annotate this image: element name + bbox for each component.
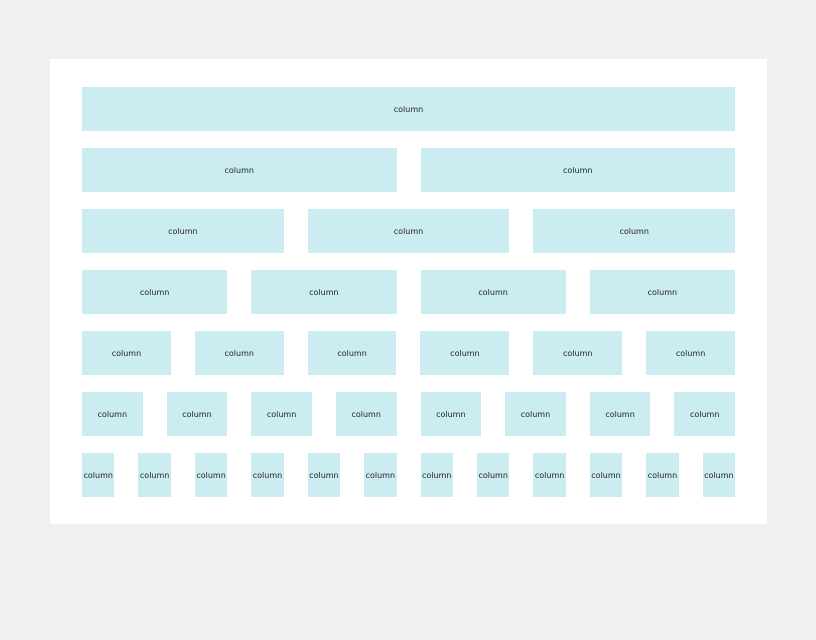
grid-row-8-columns: column column column column column column colu… bbox=[82, 392, 735, 436]
grid-column: column bbox=[364, 453, 397, 497]
grid-column: column bbox=[420, 148, 735, 192]
grid-column: column bbox=[82, 148, 397, 192]
grid-column: column bbox=[82, 87, 735, 131]
grid-column: column bbox=[194, 331, 284, 375]
grid-row-3-columns: column column column bbox=[82, 209, 736, 253]
grid-column: column bbox=[702, 453, 736, 497]
grid-column: column bbox=[82, 453, 115, 497]
grid-column: column bbox=[589, 453, 623, 497]
grid-column: column bbox=[251, 453, 284, 497]
grid-column: column bbox=[420, 270, 566, 314]
grid-column: column bbox=[82, 209, 284, 253]
grid-row-1-columns: column bbox=[82, 87, 735, 131]
grid-column: column bbox=[533, 453, 566, 497]
grid-column: column bbox=[138, 453, 171, 497]
grid-row-4-columns: column column column column bbox=[82, 270, 735, 314]
grid-column: column bbox=[420, 453, 453, 497]
grid-column: column bbox=[674, 392, 735, 436]
grid-column: column bbox=[307, 331, 397, 375]
grid-column: column bbox=[194, 453, 228, 497]
grid-column: column bbox=[533, 331, 623, 375]
grid-column: column bbox=[646, 453, 679, 497]
grid-column: column bbox=[589, 270, 735, 314]
grid-column: column bbox=[476, 453, 510, 497]
grid-column: column bbox=[420, 331, 510, 375]
grid-column: column bbox=[505, 392, 566, 436]
grid-column: column bbox=[533, 209, 736, 253]
grid-column: column bbox=[420, 392, 482, 436]
grid-column: column bbox=[166, 392, 228, 436]
grid-column: column bbox=[251, 270, 397, 314]
grid-row-6-columns: column column column column column column bbox=[82, 331, 735, 375]
grid-column: column bbox=[82, 392, 143, 436]
grid-row-2-columns: column column bbox=[82, 148, 735, 192]
grid-column: column bbox=[646, 331, 735, 375]
grid-column: column bbox=[82, 331, 171, 375]
grid-column: column bbox=[335, 392, 397, 436]
grid-column: column bbox=[82, 270, 228, 314]
grid-column: column bbox=[307, 453, 341, 497]
grid-column: column bbox=[589, 392, 651, 436]
grid-column: column bbox=[307, 209, 510, 253]
grid-column: column bbox=[251, 392, 312, 436]
grid-row-12-columns: column column column column column column colu… bbox=[82, 453, 736, 497]
